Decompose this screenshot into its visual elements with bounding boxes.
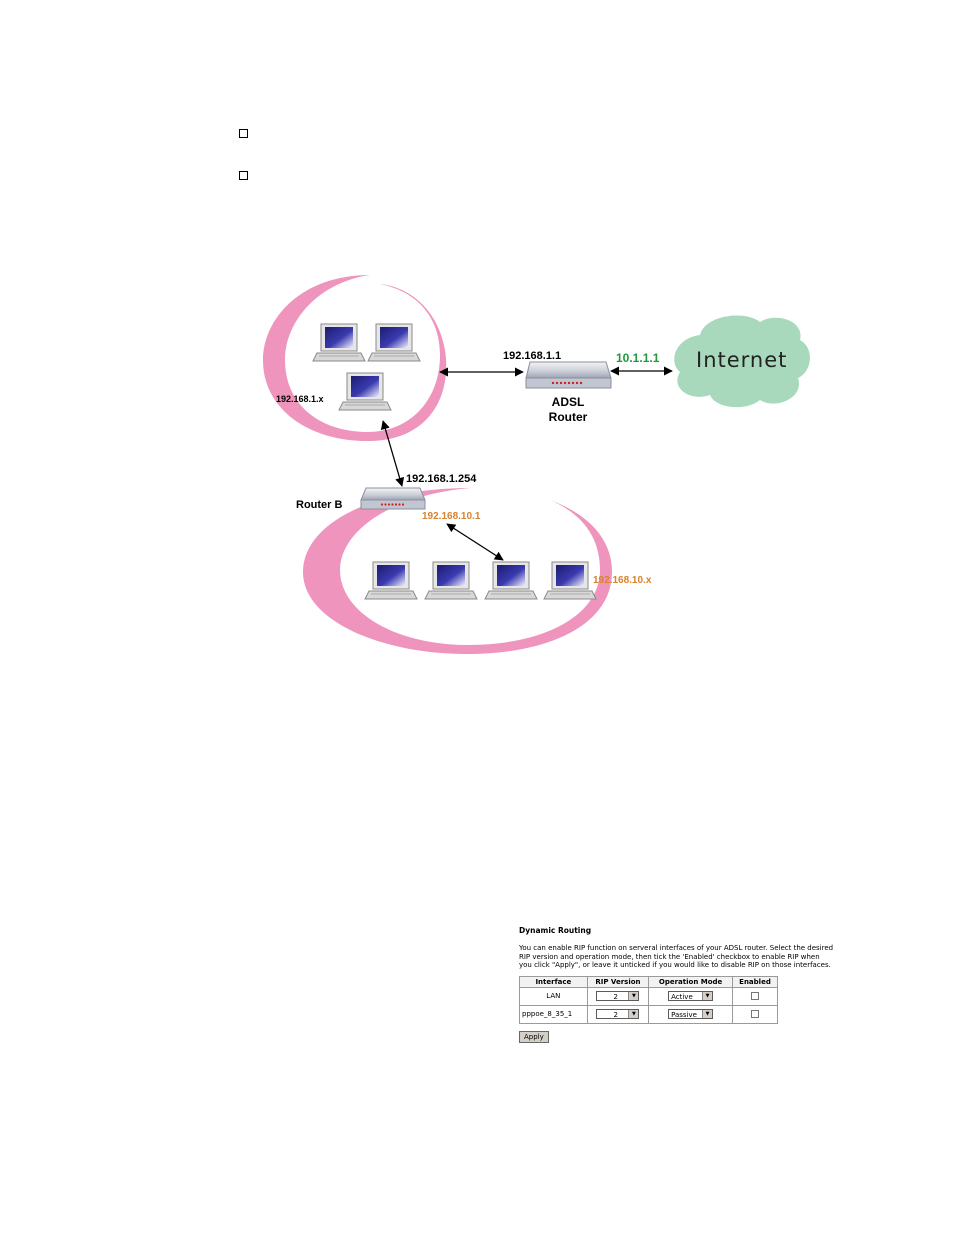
- table-row: pppoe_8_35_1 2▼ Passive▼: [519, 1004, 778, 1024]
- router-wan-ip: 10.1.1.1: [616, 351, 660, 365]
- link-arrow: [446, 523, 504, 561]
- lan2-label: 192.168.10.x: [593, 575, 652, 586]
- router-lan-ip: 192.168.1.1: [503, 350, 561, 362]
- router-name-line2: Router: [549, 410, 588, 424]
- bullet-box-2: [239, 171, 248, 180]
- panel-description: You can enable RIP function on serveral …: [519, 944, 834, 970]
- interface-cell: pppoe_8_35_1: [519, 1004, 588, 1024]
- rip-version-select[interactable]: 2▼: [596, 1009, 640, 1020]
- dynamic-routing-panel: Dynamic Routing You can enable RIP funct…: [519, 926, 839, 1043]
- header-interface: Interface: [519, 975, 588, 988]
- interface-cell: LAN: [519, 986, 588, 1006]
- operation-mode-select[interactable]: Passive▼: [668, 1009, 714, 1020]
- laptop-icon: [543, 561, 597, 600]
- internet-label: Internet: [696, 348, 787, 372]
- apply-button[interactable]: Apply: [519, 1030, 549, 1043]
- router-b-icon: [360, 487, 426, 510]
- chevron-down-icon: ▼: [628, 1010, 639, 1019]
- network-diagram: Internet 192.168.1.x 192.168.1.1 10.1.1.…: [262, 275, 810, 655]
- chevron-down-icon: ▼: [702, 1010, 713, 1019]
- enabled-checkbox[interactable]: [751, 992, 759, 1001]
- routerb-wan-ip: 192.168.1.254: [406, 473, 477, 485]
- routerb-name: Router B: [296, 499, 343, 511]
- table-row: LAN 2▼ Active▼: [519, 986, 778, 1006]
- lan1-label: 192.168.1.x: [276, 394, 324, 404]
- laptop-icon: [338, 372, 392, 411]
- router-name-line1: ADSL: [552, 395, 585, 409]
- header-enabled: Enabled: [732, 975, 778, 988]
- operation-mode-select[interactable]: Active▼: [668, 991, 714, 1002]
- enabled-checkbox[interactable]: [751, 1010, 759, 1019]
- header-operation-mode: Operation Mode: [648, 975, 734, 988]
- internet-cloud-icon: [674, 315, 810, 408]
- rip-table: Interface RIP Version Operation Mode Ena…: [519, 975, 778, 1024]
- laptop-icon: [484, 561, 538, 600]
- table-header-row: Interface RIP Version Operation Mode Ena…: [519, 975, 778, 988]
- laptop-icon: [364, 561, 418, 600]
- link-arrow: [380, 420, 405, 487]
- header-rip-version: RIP Version: [586, 975, 650, 988]
- routerb-lan-ip: 192.168.10.1: [422, 511, 481, 522]
- adsl-router-icon: [525, 361, 612, 389]
- laptop-icon: [312, 323, 366, 362]
- chevron-down-icon: ▼: [702, 992, 713, 1001]
- rip-version-select[interactable]: 2▼: [596, 991, 640, 1002]
- panel-title: Dynamic Routing: [519, 926, 592, 935]
- bullet-box-1: [239, 129, 248, 138]
- chevron-down-icon: ▼: [628, 992, 639, 1001]
- laptop-icon: [367, 323, 421, 362]
- laptop-icon: [424, 561, 478, 600]
